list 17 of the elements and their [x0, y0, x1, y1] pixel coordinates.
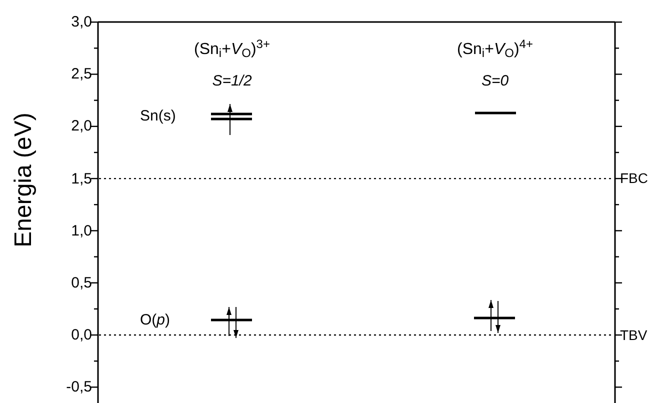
axis-tick-label: -0,5 [66, 380, 92, 395]
axis-tick-label: 2,0 [71, 118, 92, 134]
axis-tick-label: 1,5 [71, 171, 92, 186]
spin-label: S=0 [481, 74, 509, 88]
level-label: O(p) [140, 312, 170, 328]
level-label: Sn(s) [140, 108, 176, 124]
axis-tick-label: 0,5 [71, 275, 92, 290]
defect-label: (Sn$_{i}$+V$_{O}$)$^{4+}$ [457, 42, 533, 58]
axis-tick-label: 1,0 [71, 223, 92, 238]
band-edge-label: FBC [620, 171, 648, 185]
axis-tick-label: 0,0 [71, 328, 92, 342]
axis-tick-label: 2,5 [71, 66, 92, 82]
spin-label: S=1/2 [212, 74, 252, 88]
axis-tick-label: 3,0 [71, 14, 92, 30]
band-edge-label: TBV [620, 328, 648, 342]
axis-title: Energia (eV) [12, 112, 36, 248]
defect-label: (Sn$_{i}$+V$_{O}$)$^{3+}$ [194, 42, 270, 58]
